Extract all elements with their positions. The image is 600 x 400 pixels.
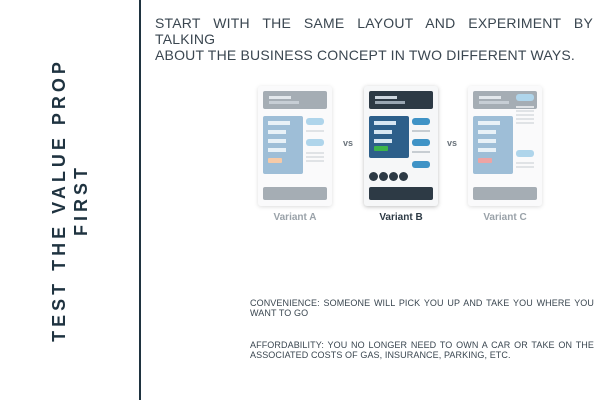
section-title-line-1: TEST THE VALUE PROP [49, 58, 69, 342]
vs-label: vs [447, 138, 458, 148]
mockup-cta-button [478, 158, 492, 163]
affordability-point: AFFORDABILITY: YOU NO LONGER NEED TO OWN… [250, 340, 594, 360]
mockup-pill [412, 118, 430, 125]
variants-illustration: vs vs Variant A Variant B Variant [258, 86, 548, 226]
mockup-panel [369, 116, 409, 158]
section-title: TEST THE VALUE PROP FIRST [48, 58, 92, 342]
heading-line-1: START WITH THE SAME LAYOUT AND EXPERIMEN… [155, 15, 593, 47]
vs-label: vs [343, 138, 354, 148]
mockup-pill [516, 94, 534, 101]
sidebar: TEST THE VALUE PROP FIRST [0, 0, 141, 400]
mockup-pill [306, 139, 324, 146]
mockup-footer [263, 187, 327, 200]
mockup-pill [306, 118, 324, 125]
convenience-point: CONVENIENCE: SOMEONE WILL PICK YOU UP AN… [250, 298, 594, 318]
mockup-footer [473, 187, 537, 200]
slide-heading: START WITH THE SAME LAYOUT AND EXPERIMEN… [155, 15, 593, 63]
mockup-pill [516, 150, 534, 157]
variant-c-mockup [468, 86, 542, 206]
variant-label: Variant B [379, 212, 423, 223]
mockup-footer [369, 187, 433, 200]
variant-label: Variant A [273, 212, 317, 223]
mockup-icon-row [369, 168, 409, 186]
heading-line-2: ABOUT THE BUSINESS CONCEPT IN TWO DIFFER… [155, 47, 576, 63]
mockup-header [263, 91, 327, 109]
section-title-line-2: FIRST [71, 164, 91, 236]
variant-a-mockup [258, 86, 332, 206]
mockup-panel [263, 116, 303, 174]
variant-label: Variant C [483, 212, 527, 223]
mockup-cta-button [374, 146, 388, 151]
mockup-header [369, 91, 433, 109]
mockup-panel [473, 116, 513, 174]
mockup-cta-button [268, 158, 282, 163]
mockup-pill [412, 161, 430, 168]
variant-b-mockup [364, 86, 438, 206]
mockup-pill [412, 139, 430, 146]
